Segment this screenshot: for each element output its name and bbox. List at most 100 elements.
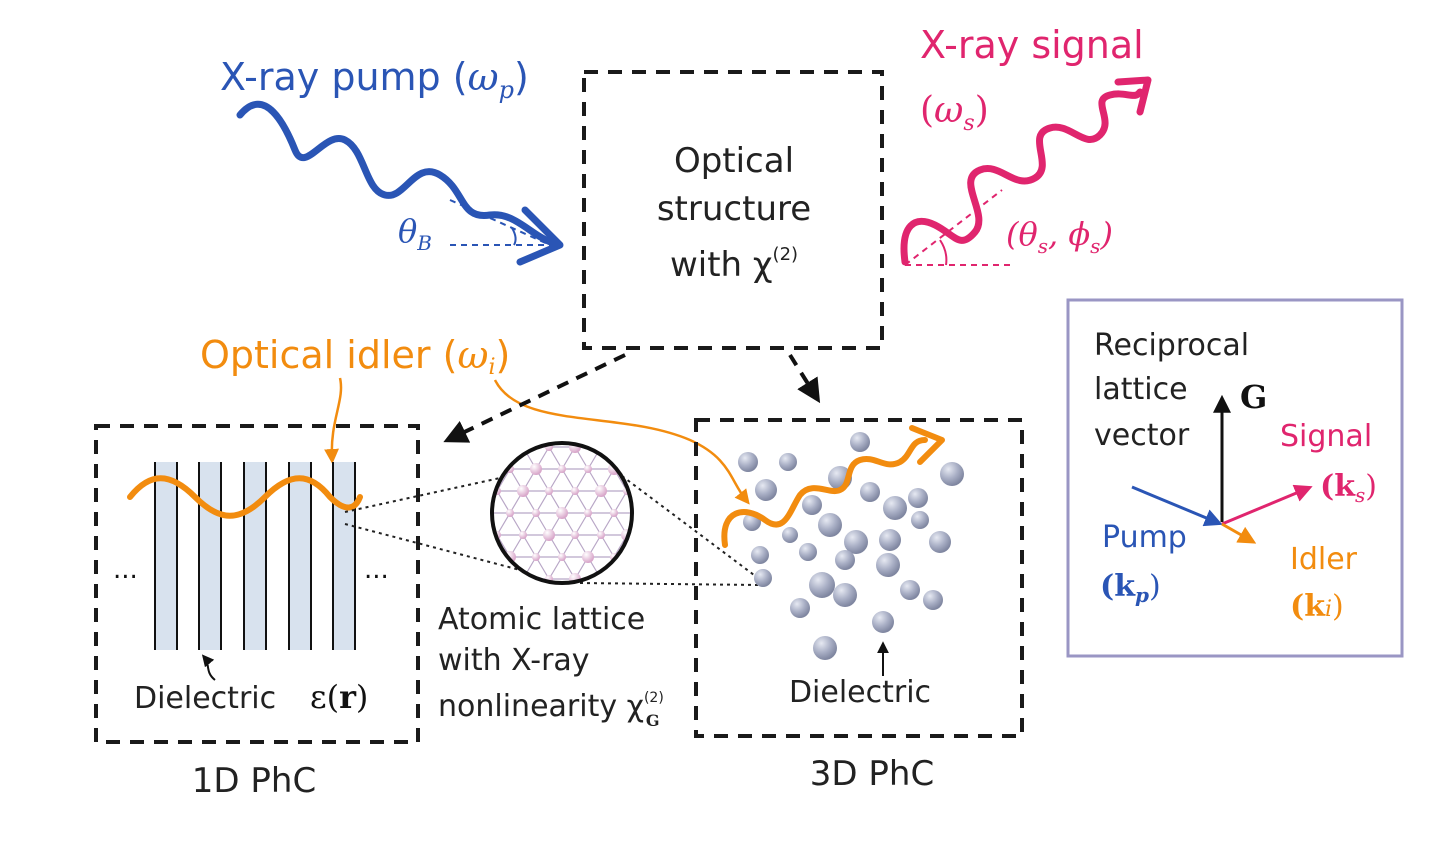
dielectric-sphere (799, 543, 817, 561)
lattice-atom (543, 529, 555, 541)
lattice-atom (649, 531, 657, 539)
lattice-atom (688, 377, 696, 385)
lattice-bond (692, 381, 705, 403)
lattice-bond (496, 468, 511, 492)
lattice-bond (522, 512, 537, 536)
atomic-lattice-zoom-outline (490, 441, 634, 585)
lattice-bond (640, 579, 653, 601)
lattice-bond (496, 512, 511, 536)
lattice-atom (636, 553, 644, 561)
lattice-atom (530, 463, 542, 475)
lattice-bond (692, 601, 705, 623)
lattice-atom (727, 487, 735, 495)
lattice-atom (517, 485, 529, 497)
dielectric-sphere (738, 452, 758, 472)
lattice-bond (653, 557, 666, 579)
lattice-bond (419, 447, 432, 469)
legend-signal-k: (ks) (1320, 469, 1377, 507)
lattice-bond (613, 490, 628, 514)
legend-pump-k: (kp) (1100, 569, 1161, 607)
lattice-bond (666, 513, 679, 535)
lattice-atom (623, 443, 631, 451)
lattice-atom (662, 597, 670, 605)
lattice-atom (649, 399, 657, 407)
lattice-bond (705, 557, 718, 579)
lattice-bond (666, 447, 679, 469)
phc-3d-box (694, 418, 1024, 738)
lattice-atom (454, 421, 462, 429)
lattice-atom (428, 465, 436, 473)
lattice-bond (509, 443, 524, 448)
lattice-bond (679, 557, 692, 579)
lattice-bond (666, 535, 679, 557)
lattice-atom (415, 399, 423, 407)
lattice-bond (705, 579, 718, 601)
lattice-bond (419, 557, 432, 579)
phc-1d-caption: 1D PhC (192, 761, 316, 801)
zoom-line-1d-bottom (344, 523, 521, 571)
lattice-atom (675, 531, 683, 539)
structure-line3: with χ(2) (670, 244, 798, 285)
lattice-bond (458, 491, 471, 513)
lattice-atom (701, 619, 709, 627)
lattice-bond (445, 403, 458, 425)
lattice-bond (692, 557, 705, 579)
phc-1d-dots-left: ... (113, 555, 138, 585)
lattice-bond (574, 512, 589, 536)
lattice-atom (478, 507, 490, 519)
lattice-atom (649, 487, 657, 495)
lattice-bond (492, 443, 498, 448)
lattice-atom (701, 487, 709, 495)
lattice-atom (519, 531, 527, 539)
phc-1d-epsilon-label: ε(r) (310, 678, 368, 716)
dielectric-sphere (802, 495, 822, 515)
lattice-bond (393, 381, 406, 403)
lattice-atom (532, 553, 540, 561)
lattice-bond (653, 535, 666, 557)
lattice-bond (432, 535, 445, 557)
lattice-bond (718, 645, 731, 667)
legend-g-label: G (1240, 378, 1267, 416)
lattice-bond (471, 447, 484, 469)
dielectric-layer (155, 462, 177, 650)
dielectric-layer (244, 462, 266, 650)
lattice-bond (458, 535, 471, 557)
lattice-atom (662, 377, 670, 385)
lattice-atom (492, 573, 503, 583)
dielectric-sphere (751, 546, 769, 564)
lattice-atom (467, 443, 475, 451)
lattice-bond (679, 645, 692, 667)
lattice-bond (432, 403, 445, 425)
pump-wave (236, 100, 557, 247)
dielectric-sphere (911, 511, 929, 529)
lattice-atom (714, 421, 722, 429)
phc-3d-caption: 3D PhC (810, 754, 934, 794)
lattice-atom (452, 463, 464, 475)
lattice-atom (610, 509, 618, 517)
lattice-bond (692, 469, 705, 491)
lattice-bond (561, 534, 576, 558)
structure-line1: Optical (674, 141, 794, 181)
lattice-bond (445, 447, 458, 469)
dielectric-sphere (809, 572, 835, 598)
signal-angle-label: (θs, ϕs) (1006, 215, 1113, 258)
lattice-atom (493, 399, 501, 407)
lattice-atom (413, 573, 425, 585)
lattice-bond (640, 447, 653, 469)
lattice-atom (480, 465, 488, 473)
lattice-bond (432, 447, 445, 469)
dielectric-sphere (813, 636, 837, 660)
signal-angle-arc (939, 239, 948, 266)
lattice-bond (640, 381, 653, 403)
lattice-atom (441, 443, 449, 451)
lattice-bond (492, 556, 498, 580)
dielectric-sphere (754, 569, 772, 587)
pump-arrowhead (516, 206, 564, 266)
lattice-bond (601, 381, 614, 403)
lattice-atom (699, 397, 711, 409)
lattice-bond (666, 557, 679, 579)
lattice-bond (666, 403, 679, 425)
lattice-atom (662, 641, 670, 649)
lattice-atom (647, 441, 659, 453)
lattice-bond (718, 557, 731, 579)
